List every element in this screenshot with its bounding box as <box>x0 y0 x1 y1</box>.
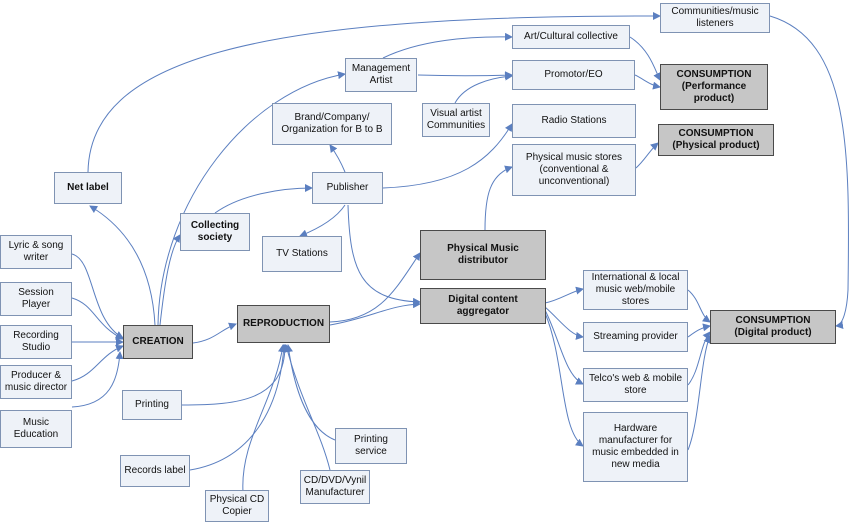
node-music-education: Music Education <box>0 410 72 448</box>
node-consumption-digital: CONSUMPTION (Digital product) <box>710 310 836 344</box>
node-cd-copier: Physical CD Copier <box>205 490 269 522</box>
node-brand-company: Brand/Company/ Organization for B to B <box>272 103 392 145</box>
edge-promotor-consumption <box>634 74 661 90</box>
node-promotor: Promotor/EO <box>512 60 635 90</box>
node-consumption-physical: CONSUMPTION (Physical product) <box>658 124 774 156</box>
node-creation: CREATION <box>123 325 193 359</box>
node-management-artist: Management Artist <box>345 58 417 92</box>
edge-collecting-publisher <box>214 184 313 214</box>
edge-education-creation <box>71 351 124 408</box>
edge-publisher-radio <box>382 123 513 189</box>
node-cd-manufacturer: CD/DVD/Vynil Manufacturer <box>300 470 370 504</box>
node-printing-service: Printing service <box>335 428 407 464</box>
edge-telco-consumption <box>687 331 711 386</box>
node-hardware-manufacturer: Hardware manufacturer for music embedded… <box>583 412 688 482</box>
edge-aggregator-international <box>544 286 584 304</box>
edge-reproduction-aggregator <box>329 300 421 326</box>
node-producer-director: Producer & music director <box>0 365 72 399</box>
edge-aggregator-streaming <box>544 306 584 340</box>
node-lyric-writer: Lyric & song writer <box>0 235 72 269</box>
edge-art-consumption <box>629 36 661 81</box>
edge-cd-reproduction <box>283 344 331 471</box>
edge-creation-management <box>157 71 346 326</box>
edge-creation-reproduction <box>192 322 237 344</box>
edge-lyric-creation <box>71 253 124 339</box>
edge-streaming-consumption <box>687 323 711 338</box>
node-reproduction: REPRODUCTION <box>237 305 330 343</box>
edge-copier-reproduction <box>242 344 286 493</box>
node-radio-stations: Radio Stations <box>512 104 636 138</box>
node-collecting-society: Collecting society <box>180 213 250 251</box>
node-records-label: Records label <box>120 455 190 487</box>
edge-netlabel-communities <box>87 11 661 173</box>
edge-printing-service-reproduction <box>285 344 336 441</box>
node-digital-aggregator: Digital content aggregator <box>420 288 546 324</box>
edge-publisher-aggregator <box>347 204 421 306</box>
edge-publisher-brand <box>329 144 346 173</box>
edge-management-art <box>382 32 513 59</box>
node-streaming-provider: Streaming provider <box>583 322 688 352</box>
node-telco-store: Telco's web & mobile store <box>583 368 688 402</box>
edge-communities-consumption <box>769 15 849 329</box>
edge-stores-consumption <box>635 142 659 169</box>
node-physical-stores: Physical music stores (conventional & un… <box>512 144 636 196</box>
edge-reproduction-distributor <box>329 252 421 323</box>
node-international-stores: International & local music web/mobile s… <box>583 270 688 310</box>
edge-aggregator-telco <box>544 309 584 385</box>
edge-producer-creation <box>71 344 124 382</box>
node-publisher: Publisher <box>312 172 383 204</box>
edge-printing-reproduction <box>181 344 289 406</box>
edge-hardware-consumption <box>687 335 712 451</box>
node-printing: Printing <box>122 390 182 420</box>
edge-session-creation <box>71 297 124 340</box>
node-communities: Communities/music listeners <box>660 3 770 33</box>
edge-aggregator-hardware <box>544 312 584 447</box>
edge-visual-promotor <box>454 72 513 104</box>
node-consumption-performance: CONSUMPTION (Performance product) <box>660 64 768 110</box>
node-net-label: Net label <box>54 172 122 204</box>
edge-publisher-tv <box>299 204 346 238</box>
node-art-collective: Art/Cultural collective <box>512 25 630 49</box>
node-physical-distributor: Physical Music distributor <box>420 230 546 280</box>
node-tv-stations: TV Stations <box>262 236 342 272</box>
edge-creation-netlabel <box>89 205 156 326</box>
edge-management-promotor <box>417 71 513 80</box>
node-recording-studio: Recording Studio <box>0 325 72 359</box>
node-visual-artist: Visual artist Communities <box>422 103 490 137</box>
edge-creation-collecting <box>159 234 181 326</box>
edge-records-reproduction <box>189 344 288 471</box>
edge-international-consumption <box>687 289 711 323</box>
edge-distributor-stores <box>484 165 513 231</box>
node-session-player: Session Player <box>0 282 72 316</box>
